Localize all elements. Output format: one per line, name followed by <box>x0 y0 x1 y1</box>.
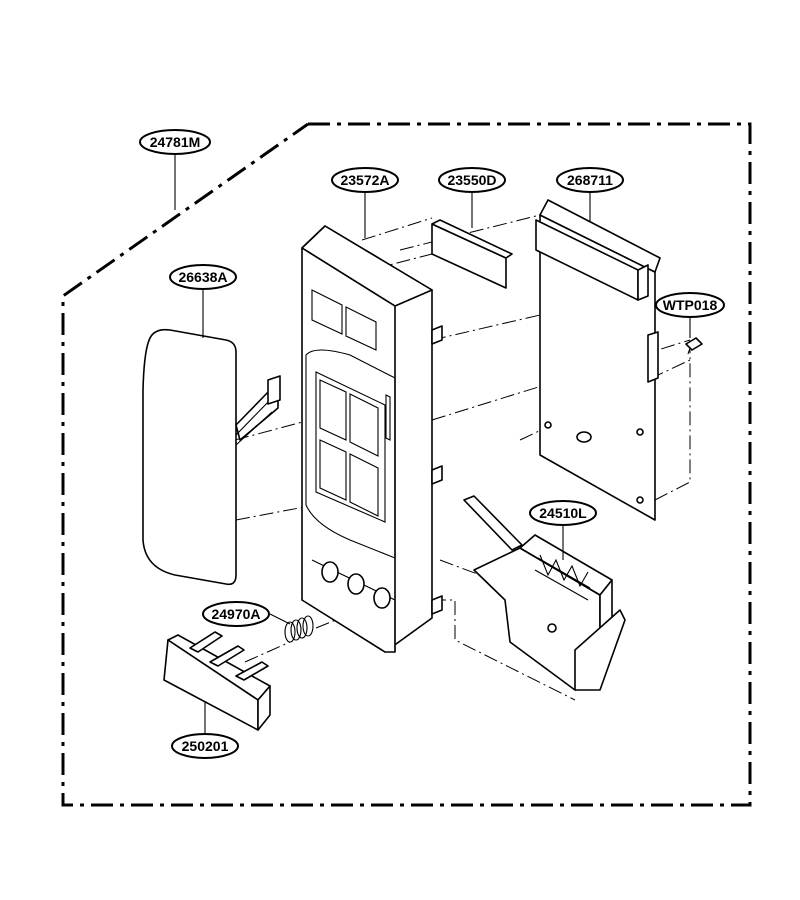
callout-label: 268711 <box>567 172 613 188</box>
callout-label: 23572A <box>340 172 389 188</box>
screw-part <box>685 337 703 355</box>
callout-latch-lever: 24510L <box>529 500 597 526</box>
leader-lines <box>174 152 691 735</box>
callout-membrane-switch: 26638A <box>169 264 237 290</box>
window-sheet-part <box>431 219 513 289</box>
callout-label: 24510L <box>539 505 587 521</box>
callout-screw: WTP018 <box>655 292 725 318</box>
callout-assembly: 24781M <box>139 129 211 155</box>
membrane-switch-part <box>142 328 281 586</box>
callout-pcb-assembly: 268711 <box>556 167 624 193</box>
callout-control-panel-frame: 23572A <box>331 167 399 193</box>
callout-label: 24970A <box>211 606 260 622</box>
callout-label: 26638A <box>178 269 227 285</box>
callout-door-button: 250201 <box>171 733 239 759</box>
callout-spring: 24970A <box>202 601 270 627</box>
door-button-part <box>163 631 271 731</box>
callout-label: WTP018 <box>663 297 718 313</box>
control-panel-frame-part <box>301 225 443 653</box>
callout-window-sheet: 23550D <box>438 167 506 193</box>
callout-label: 250201 <box>182 738 229 754</box>
latch-lever-part <box>463 495 626 691</box>
callout-label: 24781M <box>150 134 201 150</box>
spring-part <box>284 615 314 643</box>
pcb-assembly-part <box>535 199 661 521</box>
callout-label: 23550D <box>447 172 496 188</box>
assembly-boundary <box>61 122 752 807</box>
